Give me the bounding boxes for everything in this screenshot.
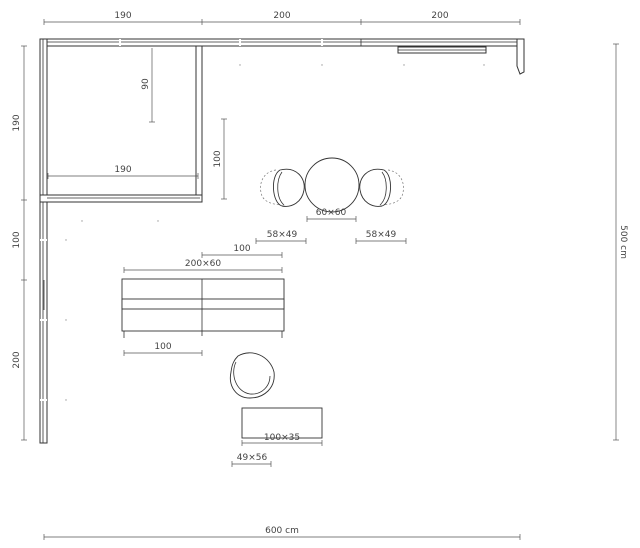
top-dimensions: 190 200 200 (43, 11, 521, 25)
floor-marks (65, 64, 485, 401)
sofa: 100 200×60 100 (121, 244, 285, 356)
top-right-width-label: 200 (431, 11, 448, 21)
left-mid-height-label: 100 (12, 231, 22, 248)
left-top-height-label: 190 (12, 114, 22, 131)
coffee-table: 100×35 49×56 (231, 407, 323, 467)
armchair (229, 352, 275, 399)
chair-left-size-label: 58×49 (267, 230, 298, 240)
coffee-table-size-label: 100×35 (264, 433, 300, 443)
bottom-total-width-label: 600 cm (265, 526, 299, 536)
left-bottom-height-label: 200 (12, 351, 22, 368)
sofa-half-label: 100 (154, 342, 171, 352)
dining-set: 60×60 58×49 58×49 (255, 157, 407, 244)
chair-right-size-label: 58×49 (366, 230, 397, 240)
dining-chair-right (359, 168, 404, 207)
room-inner-width-label: 190 (114, 165, 131, 175)
top-left-width-label: 190 (114, 11, 131, 21)
dining-chair-left (260, 168, 305, 207)
inner-room-dimensions: 90 190 100 (47, 48, 227, 200)
top-mid-width-label: 200 (273, 11, 290, 21)
left-dimensions: 190 100 200 (12, 45, 27, 441)
right-total-height-label: 500 cm (618, 225, 628, 259)
right-dimension: 500 cm (613, 43, 628, 441)
sofa-offset-label: 100 (233, 244, 250, 254)
inner-wall-height-label: 100 (213, 150, 223, 167)
walls (39, 38, 525, 444)
table-size-label: 60×60 (316, 208, 347, 218)
armchair-size-label: 49×56 (237, 453, 268, 463)
sofa-size-label: 200×60 (185, 259, 221, 269)
room-inner-depth-label: 90 (141, 78, 151, 90)
bottom-dimension: 600 cm (43, 526, 521, 540)
dining-table (304, 157, 360, 213)
